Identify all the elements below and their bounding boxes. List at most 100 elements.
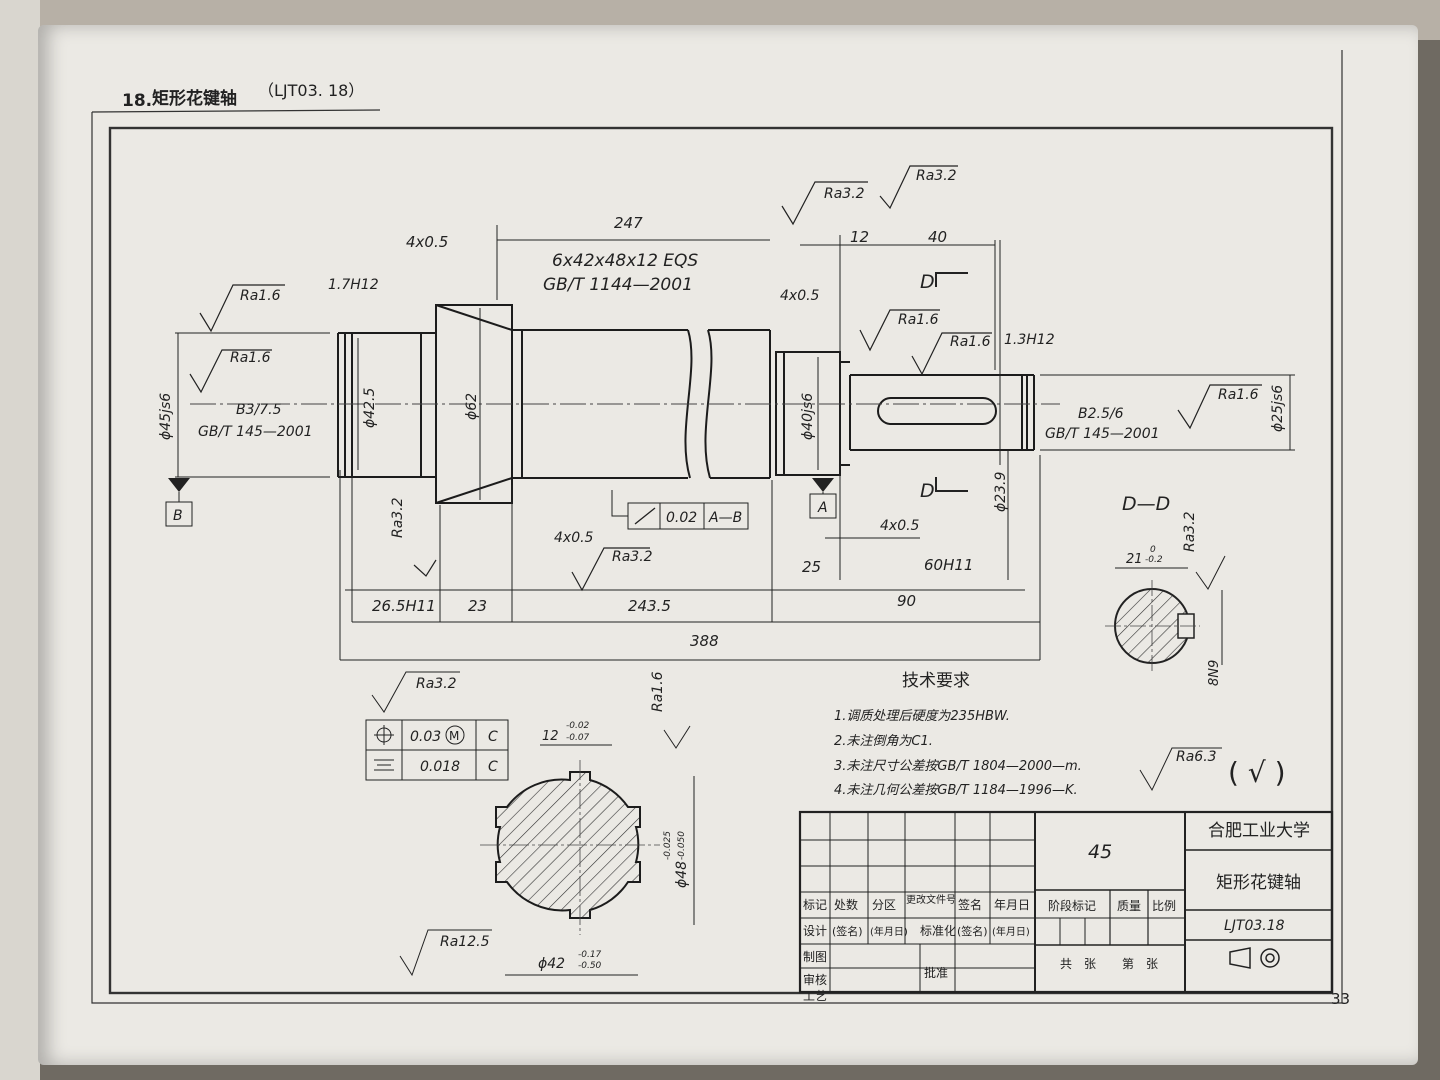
svg-text:D: D bbox=[920, 271, 935, 293]
svg-text:ϕ23.9: ϕ23.9 bbox=[993, 472, 1009, 513]
dimension-lines bbox=[175, 225, 1295, 661]
svg-text:4x0.5: 4x0.5 bbox=[880, 518, 920, 534]
svg-text:8N9: 8N9 bbox=[1207, 660, 1222, 686]
svg-text:0.03: 0.03 bbox=[410, 729, 441, 745]
svg-text:A: A bbox=[817, 500, 828, 516]
exercise-code: （LJT03. 18） bbox=[258, 81, 364, 100]
datum-b: B bbox=[165, 478, 193, 527]
svg-text:B: B bbox=[173, 508, 183, 524]
svg-text:-0.50: -0.50 bbox=[578, 961, 602, 971]
svg-text:247: 247 bbox=[614, 214, 643, 232]
svg-text:A—B: A—B bbox=[708, 510, 742, 526]
projection-symbol-icon bbox=[1229, 947, 1280, 969]
svg-text:Ra1.6: Ra1.6 bbox=[950, 334, 991, 350]
svg-text:0: 0 bbox=[1150, 545, 1156, 555]
svg-text:Ra3.2: Ra3.2 bbox=[1182, 511, 1198, 552]
svg-text:ϕ45js6: ϕ45js6 bbox=[158, 393, 174, 440]
svg-text:26.5H11: 26.5H11 bbox=[372, 597, 436, 615]
svg-text:6x42x48x12 EQS: 6x42x48x12 EQS bbox=[552, 251, 698, 271]
svg-text:-0.050: -0.050 bbox=[677, 831, 687, 860]
svg-text:12: 12 bbox=[850, 228, 869, 246]
svg-text:-0.07: -0.07 bbox=[566, 733, 590, 743]
svg-text:B3/7.5: B3/7.5 bbox=[236, 402, 282, 418]
svg-text:1.7H12: 1.7H12 bbox=[328, 277, 379, 293]
svg-text:388: 388 bbox=[690, 632, 719, 650]
svg-text:ϕ48: ϕ48 bbox=[674, 861, 690, 888]
svg-text:-0.2: -0.2 bbox=[1145, 555, 1163, 565]
svg-text:-0.02: -0.02 bbox=[566, 721, 590, 731]
svg-text:审核: 审核 bbox=[803, 972, 827, 987]
svg-text:Ra1.6: Ra1.6 bbox=[240, 288, 281, 304]
svg-text:更改文件号: 更改文件号 bbox=[906, 893, 956, 906]
svg-text:GB/T 1144—2001: GB/T 1144—2001 bbox=[543, 275, 693, 295]
sheet-border bbox=[91, 50, 1343, 1004]
exercise-title: 矩形花键轴 bbox=[152, 88, 237, 109]
svg-text:243.5: 243.5 bbox=[628, 597, 671, 615]
svg-text:ϕ42: ϕ42 bbox=[538, 956, 565, 972]
svg-text:4.未注几何公差按GB/T 1184—1996—K.: 4.未注几何公差按GB/T 1184—1996—K. bbox=[834, 783, 1078, 798]
svg-text:Ra1.6: Ra1.6 bbox=[230, 350, 271, 366]
svg-text:-0.17: -0.17 bbox=[578, 950, 602, 960]
svg-text:签名: 签名 bbox=[958, 897, 982, 912]
svg-text:Ra3.2: Ra3.2 bbox=[612, 549, 653, 565]
svg-text:Ra3.2: Ra3.2 bbox=[390, 497, 406, 538]
svg-text:ϕ62: ϕ62 bbox=[464, 393, 480, 420]
svg-text:分区: 分区 bbox=[872, 898, 896, 912]
section-d-d: D—D 21 0 -0.2 Ra3.2 8N9 bbox=[1105, 493, 1226, 686]
svg-text:(年月日): (年月日) bbox=[870, 925, 908, 938]
svg-text:GB/T 145—2001: GB/T 145—2001 bbox=[1045, 426, 1160, 442]
svg-text:0.018: 0.018 bbox=[420, 759, 460, 775]
svg-text:4x0.5: 4x0.5 bbox=[406, 233, 448, 251]
svg-text:3.未注尺寸公差按GB/T 1804—2000—m.: 3.未注尺寸公差按GB/T 1804—2000—m. bbox=[834, 759, 1082, 774]
svg-text:(签名): (签名) bbox=[957, 924, 988, 938]
spline-cross-section: 12 -0.02 -0.07 ϕ48 -0.025 -0.050 ϕ42 -0.… bbox=[365, 671, 695, 977]
svg-text:1.3H12: 1.3H12 bbox=[1004, 332, 1055, 348]
svg-text:25: 25 bbox=[802, 558, 821, 576]
svg-text:设计: 设计 bbox=[803, 924, 827, 938]
title-block bbox=[798, 810, 1334, 994]
exercise-number: 18. bbox=[122, 91, 152, 111]
svg-text:共 张: 共 张 bbox=[1060, 957, 1096, 971]
svg-text:2.未注倒角为C1.: 2.未注倒角为C1. bbox=[834, 734, 933, 749]
svg-text:ϕ42.5: ϕ42.5 bbox=[362, 388, 378, 429]
title-block-text: 45 合肥工业大学 矩形花键轴 LJT03.18 标记 处数 分区 更改文件号 … bbox=[803, 821, 1310, 1003]
svg-text:0.02: 0.02 bbox=[666, 510, 697, 526]
svg-text:阶段标记: 阶段标记 bbox=[1048, 898, 1096, 913]
svg-text:Ra12.5: Ra12.5 bbox=[440, 934, 490, 950]
runout-tolerance: 0.02 A—B bbox=[611, 490, 749, 530]
svg-text:质量: 质量 bbox=[1117, 899, 1141, 913]
svg-text:12: 12 bbox=[542, 729, 559, 744]
svg-text:C: C bbox=[488, 729, 498, 745]
dimension-labels: 247 4x0.5 1.7H12 6x42x48x12 EQS GB/T 114… bbox=[158, 168, 1286, 650]
svg-text:(签名): (签名) bbox=[832, 924, 863, 938]
svg-text:ϕ40js6: ϕ40js6 bbox=[800, 393, 816, 440]
svg-text:( √ ): ( √ ) bbox=[1228, 756, 1286, 789]
svg-text:矩形花键轴: 矩形花键轴 bbox=[1216, 873, 1301, 893]
svg-text:比例: 比例 bbox=[1152, 899, 1176, 913]
svg-text:-0.025: -0.025 bbox=[663, 831, 673, 860]
svg-text:90: 90 bbox=[897, 592, 916, 610]
svg-text:LJT03.18: LJT03.18 bbox=[1224, 918, 1285, 934]
roughness-symbols bbox=[189, 165, 1262, 592]
datum-a: A bbox=[809, 478, 837, 519]
page-number: 33 bbox=[1331, 990, 1350, 1008]
svg-text:40: 40 bbox=[928, 228, 947, 246]
svg-text:D: D bbox=[920, 480, 935, 502]
svg-text:批准: 批准 bbox=[924, 965, 948, 980]
svg-text:处数: 处数 bbox=[834, 897, 858, 912]
svg-text:合肥工业大学: 合肥工业大学 bbox=[1208, 821, 1310, 841]
svg-text:技术要求: 技术要求 bbox=[902, 671, 970, 691]
svg-text:标准化: 标准化 bbox=[920, 924, 956, 938]
svg-text:23: 23 bbox=[468, 597, 487, 615]
svg-text:年月日: 年月日 bbox=[994, 898, 1030, 912]
svg-text:4x0.5: 4x0.5 bbox=[554, 530, 594, 546]
svg-text:45: 45 bbox=[1088, 841, 1112, 863]
svg-text:Ra3.2: Ra3.2 bbox=[916, 168, 957, 184]
svg-text:D—D: D—D bbox=[1122, 493, 1170, 515]
svg-text:(年月日): (年月日) bbox=[992, 925, 1030, 938]
svg-text:GB/T 145—2001: GB/T 145—2001 bbox=[198, 424, 313, 440]
svg-text:B2.5/6: B2.5/6 bbox=[1078, 406, 1124, 422]
book-page bbox=[38, 25, 1418, 1065]
section-marks bbox=[935, 272, 968, 492]
